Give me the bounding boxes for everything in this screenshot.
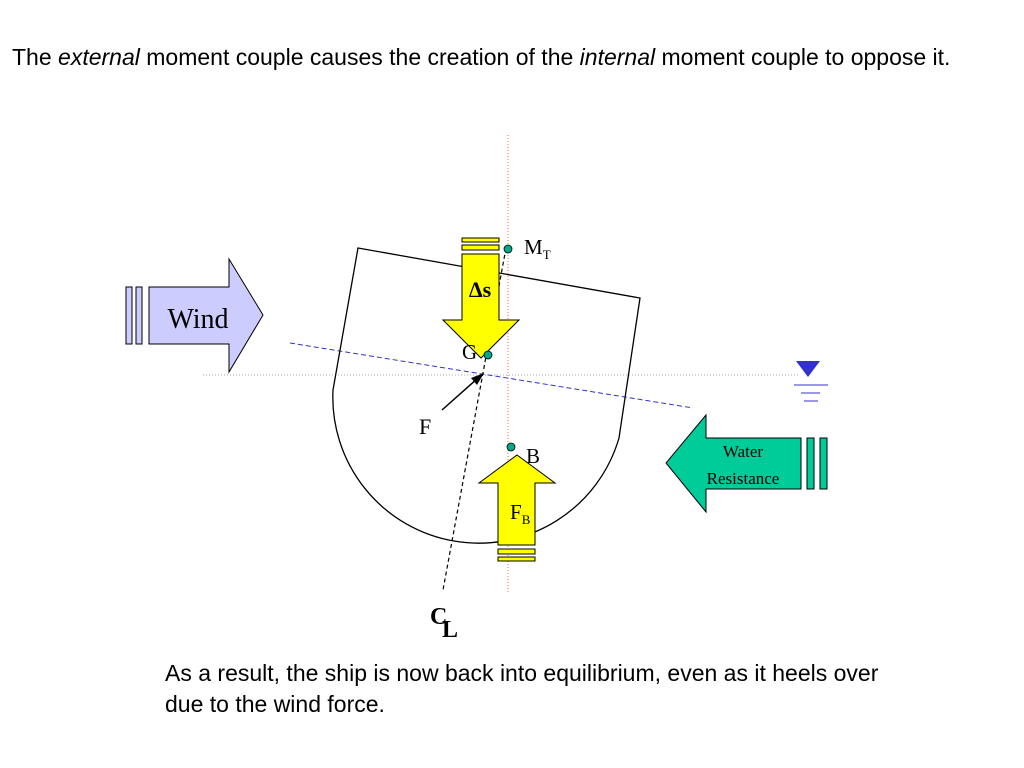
wind-label: Wind <box>167 304 228 335</box>
wind-arrow-tail-bar-2 <box>135 286 143 345</box>
intro-emphasis-external: external <box>58 44 140 70</box>
intro-part-3: moment couple to oppose it. <box>655 44 951 70</box>
gravity-arrow-body <box>441 253 521 359</box>
waterline-triangle <box>796 361 820 377</box>
mt-main: M <box>524 235 543 259</box>
heeled-waterline <box>289 342 694 409</box>
gravity-arrow-tail-bar-2 <box>461 244 500 251</box>
buoyancy-arrow-body <box>477 454 557 546</box>
f-label: F <box>419 414 431 439</box>
buoyancy-arrow-tail-bar-1 <box>497 548 536 555</box>
intro-emphasis-internal: internal <box>579 44 656 70</box>
water-resistance-arrow-body <box>665 413 802 514</box>
delta-s-label: Δs <box>469 277 492 302</box>
fb-label: FB <box>510 500 531 527</box>
delta-s-letter: s <box>483 277 492 302</box>
water-resistance-tail-bar-1 <box>806 437 815 490</box>
b-label: B <box>526 444 540 468</box>
f-pointer-head <box>471 373 484 385</box>
waterline-symbol <box>794 361 828 402</box>
intro-text: The external moment couple causes the cr… <box>12 42 1012 73</box>
result-text: As a result, the ship is now back into e… <box>165 660 879 717</box>
metacenter-point <box>503 244 513 254</box>
water-resistance-label-line-1: Water <box>723 442 763 461</box>
f-pointer-arrow: F <box>419 373 484 439</box>
mt-subscript: T <box>543 247 551 262</box>
cl-c-letter: C <box>430 604 447 630</box>
fb-subscript: B <box>522 512 531 527</box>
water-resistance-arrow: Water Resistance <box>665 413 828 514</box>
center-of-buoyancy-point <box>506 442 516 452</box>
delta-symbol: Δ <box>469 277 483 302</box>
buoyancy-arrow-tail-bar-2 <box>497 556 536 562</box>
intro-part-2: moment couple causes the creation of the <box>139 44 580 70</box>
buoyancy-force-arrow: FB <box>477 454 557 562</box>
wind-arrow-body <box>148 257 264 374</box>
cl-l-letter: L <box>442 617 458 643</box>
fb-main: F <box>510 500 522 524</box>
centreline-symbol: C L <box>430 604 458 643</box>
g-label: G <box>462 340 477 364</box>
ship-hull <box>332 247 641 544</box>
wind-arrow-tail-bar-1 <box>125 286 133 345</box>
center-of-gravity-point <box>483 350 493 360</box>
intro-part-1: The <box>12 44 59 70</box>
water-resistance-label-line-2: Resistance <box>707 469 780 488</box>
gravity-arrow-tail-bar-1 <box>461 237 500 243</box>
water-resistance-tail-bar-2 <box>819 437 828 490</box>
f-pointer-line <box>441 377 479 411</box>
mt-label: MT <box>524 235 551 262</box>
wind-arrow: Wind <box>125 257 264 374</box>
gravity-force-arrow: Δs <box>441 237 521 359</box>
